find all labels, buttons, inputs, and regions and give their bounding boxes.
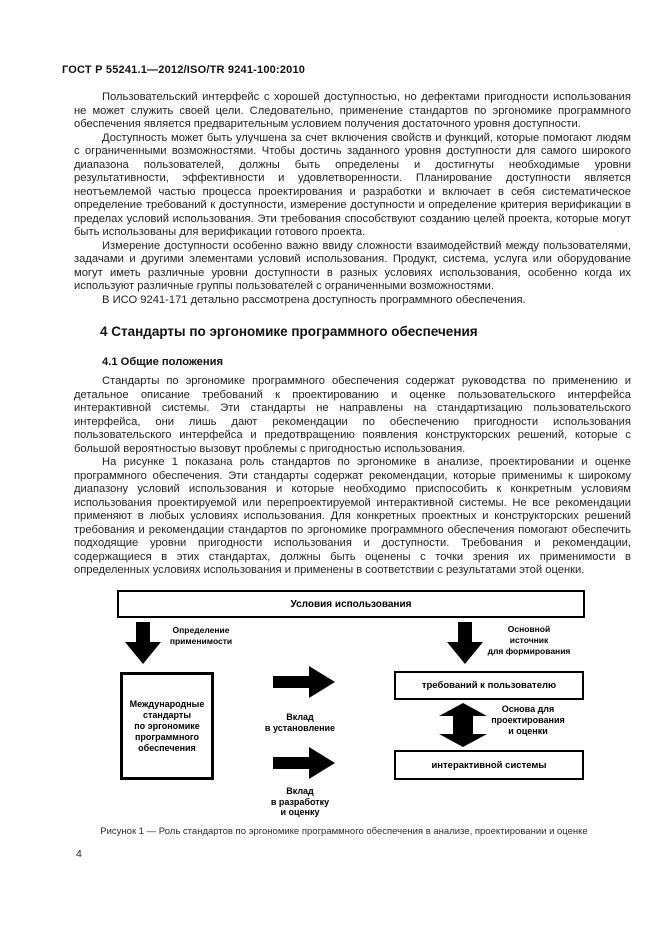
paragraph-figure1-role: На рисунке 1 показана роль стандартов по… [74, 456, 631, 576]
running-header: ГОСТ Р 55241.1—2012/ISO/TR 9241-100:2010 [62, 64, 306, 76]
figure-box-usage-conditions: Условия использования [117, 590, 585, 618]
figure-box-user-requirements: требований к пользователю [394, 671, 584, 700]
arrow-down-icon [447, 622, 483, 664]
arrow-down-icon [125, 622, 161, 664]
paragraph-standards-guidance: Стандарты по эргономике программного обе… [74, 375, 631, 455]
paragraph-iso-9241-171: В ИСО 9241-171 детально рассмотрена дост… [102, 293, 526, 306]
label-design-basis: Основа для проектирования и оценки [491, 704, 565, 736]
label-contribution-development: Вклад в разработку и оценку [270, 786, 330, 817]
body-text: Пользовательский интерфейс с хорошей дос… [74, 91, 631, 578]
figure-box-international-standards: Международные стандарты по эргономике пр… [120, 672, 214, 780]
label-applicability-determination: Определение применимости [169, 625, 233, 646]
paragraph-accessibility-improvement: Доступность может быть улучшена за счет … [74, 131, 631, 239]
paragraph-accessibility-precondition: Пользовательский интерфейс с хорошей дос… [74, 91, 631, 130]
figure-box-interactive-system: интерактивной системы [394, 750, 584, 780]
paragraph-accessibility-measurement: Измерение доступности особенно важно вви… [74, 239, 631, 293]
arrow-right-icon [273, 666, 335, 698]
figure-caption: Рисунок 1 — Роль стандартов по эргономик… [100, 826, 588, 837]
section-heading: 4 Стандарты по эргономике программного о… [100, 324, 478, 339]
label-contribution-establishment: Вклад в установление [264, 712, 336, 733]
page-number: 4 [76, 848, 82, 860]
arrow-vertical-double-icon [439, 703, 487, 747]
arrow-right-icon [273, 747, 335, 779]
figure-1-diagram: Условия использования Определение примен… [74, 588, 631, 824]
subsection-heading: 4.1 Общие положения [102, 356, 224, 368]
label-main-source: Основной источник для формирования [487, 624, 571, 656]
